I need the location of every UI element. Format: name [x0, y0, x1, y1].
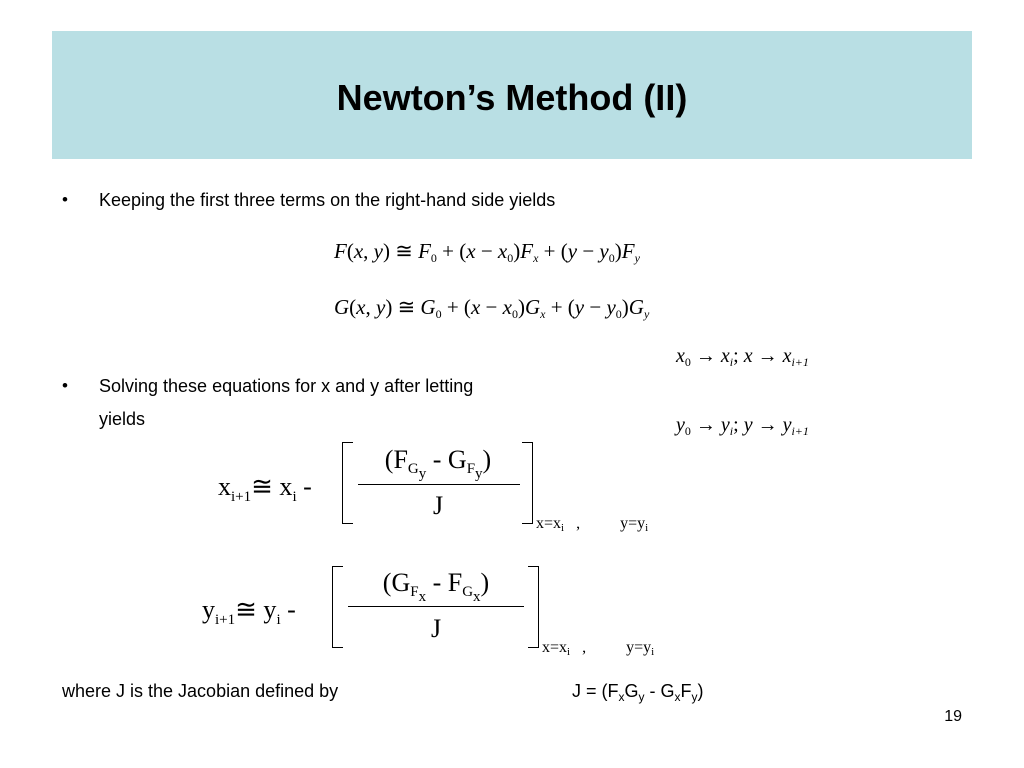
y-update-right-bracket	[528, 566, 539, 648]
y-update-fraction-line	[348, 606, 524, 607]
page-title: Newton’s Method (II)	[336, 77, 688, 118]
substitution-x: x0 → xi; x → xi+1	[676, 345, 809, 369]
y-update-condition: x=xi , y=yi	[542, 639, 655, 658]
page-number: 19	[944, 708, 962, 725]
equation-f-taylor: F(x, y) ≅ F0 + (x − x0)Fx + (y − y0)Fy	[334, 239, 640, 265]
title-band	[52, 31, 972, 159]
y-update-numerator: (GFx - FGx)	[382, 568, 490, 605]
jacobian-description: where J is the Jacobian defined by	[62, 681, 339, 701]
substitution-y: y0 → yi; y → yi+1	[676, 414, 809, 438]
bullet-1-text: Keeping the first three terms on the rig…	[99, 190, 556, 210]
x-update-numerator: (FGy - GFy)	[384, 445, 492, 482]
y-update-left-bracket	[332, 566, 343, 648]
x-update-denominator: J	[432, 491, 444, 520]
bullet-2-text-line1: Solving these equations for x and y afte…	[99, 376, 474, 396]
x-update-lhs: xi+1≅ xi -	[218, 472, 312, 505]
x-update-left-bracket	[342, 442, 353, 524]
x-update-right-bracket	[522, 442, 533, 524]
bullet-2-text-line2: yields	[99, 409, 146, 429]
y-update-lhs: yi+1≅ yi -	[202, 595, 296, 628]
bullet-1-dot: •	[62, 190, 68, 209]
bullet-2-dot: •	[62, 376, 68, 395]
y-update-denominator: J	[430, 614, 442, 643]
x-update-condition: x=xi , y=yi	[536, 515, 649, 534]
equation-g-taylor: G(x, y) ≅ G0 + (x − x0)Gx + (y − y0)Gy	[334, 295, 650, 321]
x-update-fraction-line	[358, 484, 520, 485]
jacobian-definition: J = (FxGy - GxFy)	[572, 681, 704, 704]
